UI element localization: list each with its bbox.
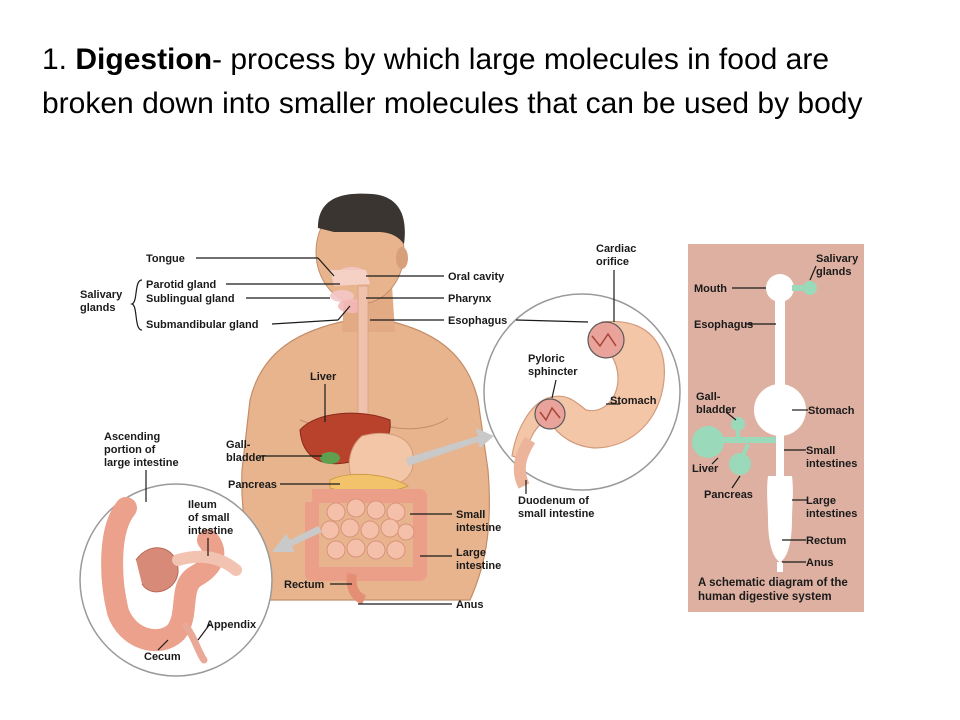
label-stomach: Stomach [610,395,657,407]
schematic-label-salivary-1: Salivary [816,253,859,265]
hair [318,193,405,244]
schematic-label-liver: Liver [692,463,719,475]
appendix-zoom [182,622,208,664]
ileum-zoom [172,550,242,576]
schematic-salivary [803,281,817,295]
gallbladder [320,452,340,464]
schematic-label-gallbladder-1: Gall- [696,391,721,403]
schematic-panel: Salivary glands Mouth Esophagus Gall- bl… [688,244,864,612]
schematic-label-mouth: Mouth [694,283,727,295]
label-pyloric-2: sphincter [528,366,578,378]
intestine-detail: Ascending portion of large intestine Ile… [79,431,273,677]
schematic-label-stomach: Stomach [808,405,855,417]
oral-cavity [330,270,370,286]
schematic-label-salivary-2: glands [816,266,851,278]
large-intestine [305,489,427,581]
arrow-to-stomach-detail [406,428,494,466]
label-anus: Anus [456,599,484,611]
label-salivary-1: Salivary [80,289,123,301]
small-intestine [320,498,415,560]
label-sublingual: Sublingual gland [146,293,235,305]
ear [396,247,408,269]
label-pancreas: Pancreas [228,479,277,491]
schematic-label-small-1: Small [806,445,835,457]
label-ileum-3: intestine [188,525,233,537]
term-digestion: Digestion [75,43,213,76]
schematic-label-large-2: intestines [806,508,857,520]
label-pharynx: Pharynx [448,293,492,305]
label-appendix: Appendix [206,619,257,631]
label-cardiac-2: orifice [596,256,629,268]
label-oral-cavity: Oral cavity [448,271,505,283]
label-large-intestine-1: Large [456,547,486,559]
schematic-label-small-2: intestines [806,458,857,470]
label-submandibular: Submandibular gland [146,319,258,331]
schematic-caption-2: human digestive system [698,591,832,603]
schematic-liver [692,426,724,458]
rectum [346,573,367,605]
sublingual-gland [330,290,354,302]
schematic-label-rectum: Rectum [806,535,847,547]
pyloric-sphincter-zoom [534,398,566,430]
label-large-intestine-2: intestine [456,560,501,572]
label-duodenum-1: Duodenum of [518,495,589,507]
label-ileum-1: Ileum [188,499,217,511]
label-cardiac-1: Cardiac [596,243,636,255]
schematic-label-large-1: Large [806,495,836,507]
label-liver: Liver [310,371,337,383]
label-gallbladder-2: bladder [226,452,266,464]
label-rectum: Rectum [284,579,325,591]
cardiac-orifice-zoom [587,321,625,359]
schematic-label-gallbladder-2: bladder [696,404,736,416]
label-cecum: Cecum [144,651,181,663]
main-labels: Tongue Salivary glands Parotid gland Sub… [80,253,507,611]
label-small-intestine-2: intestine [456,522,501,534]
label-parotid: Parotid gland [146,279,216,291]
label-ascending-2: portion of [104,444,156,456]
label-pyloric-1: Pyloric [528,353,565,365]
schematic-label-anus: Anus [806,557,834,569]
slide-number: 1. [42,43,68,76]
arrow-to-intestine-detail [272,526,322,552]
slide-title: 1. Digestion- process by which large mol… [42,38,922,126]
label-salivary-2: glands [80,302,115,314]
definition-text: - process by which large molecules in fo… [42,43,863,120]
stomach-detail: Cardiac orifice Pyloric sphincter Stomac… [483,243,681,520]
label-duodenum-2: small intestine [518,508,594,520]
label-small-intestine-1: Small [456,509,485,521]
leader-lines [130,257,452,605]
label-gallbladder-1: Gall- [226,439,251,451]
label-esophagus: Esophagus [448,315,507,327]
label-ascending-3: large intestine [104,457,179,469]
schematic-label-pancreas: Pancreas [704,489,753,501]
schematic-label-esophagus: Esophagus [694,319,753,331]
schematic-caption-1: A schematic diagram of the [698,577,848,589]
ascending-colon-zoom [101,497,225,652]
label-ascending-1: Ascending [104,431,160,443]
label-tongue: Tongue [146,253,185,265]
schematic-pancreas [729,453,751,475]
label-ileum-2: of small [188,512,230,524]
human-body [241,193,491,605]
schematic-gallbladder [731,417,745,431]
